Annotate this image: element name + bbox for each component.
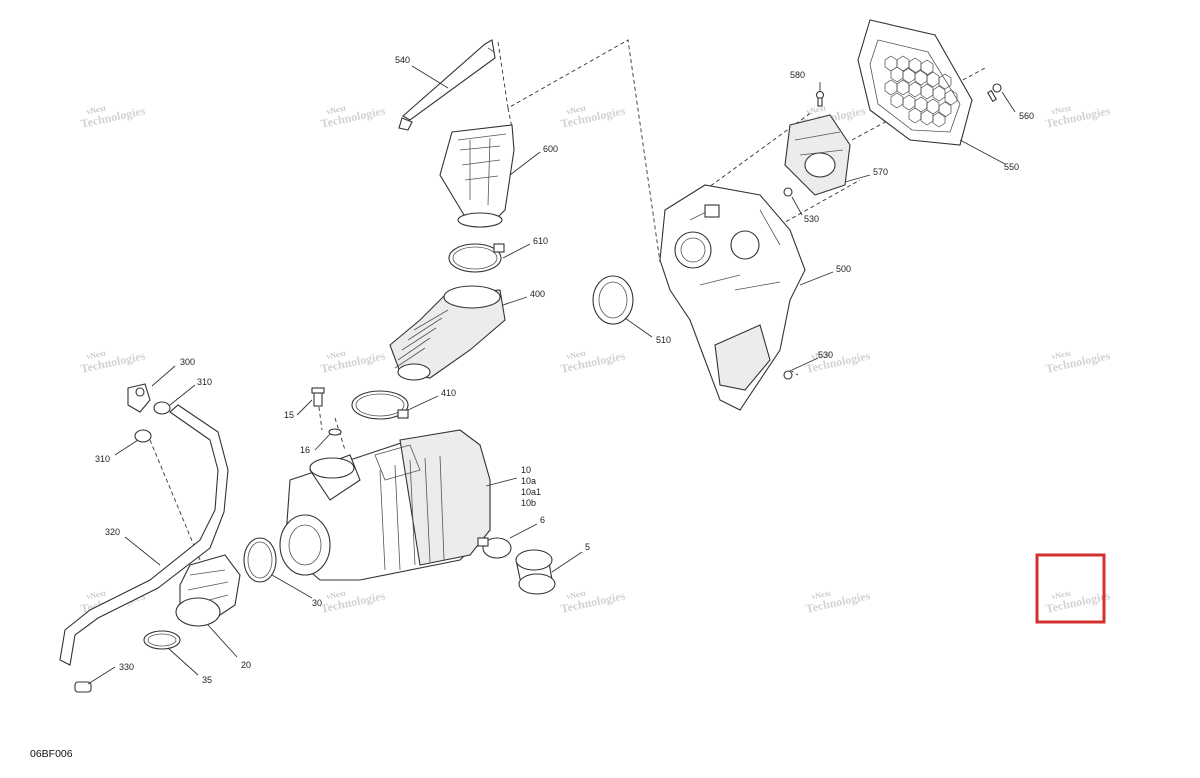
part-530-screw-lower[interactable] — [783, 370, 793, 380]
callout-10a1: 10a1 — [521, 487, 541, 497]
part-310-clamp-upper[interactable] — [153, 401, 171, 415]
callout-labels: 540 600 610 400 410 15 16 300 310 310 32… — [95, 55, 1034, 685]
part-560-screw[interactable] — [987, 83, 1002, 103]
callout-30: 30 — [312, 598, 322, 608]
callout-530-lower: 530 — [818, 350, 833, 360]
callout-530-upper: 530 — [804, 214, 819, 224]
hex-mesh — [884, 55, 958, 128]
callout-16: 16 — [300, 445, 310, 455]
callout-330: 330 — [119, 662, 134, 672]
part-6-clamp[interactable] — [477, 537, 512, 559]
callout-570: 570 — [873, 167, 888, 177]
watermark: Technologies vNext — [1044, 103, 1111, 130]
watermark: Technologies vNext — [804, 348, 871, 375]
part-530-screw-upper[interactable] — [783, 187, 793, 197]
callout-560: 560 — [1019, 111, 1034, 121]
svg-text:vNext: vNext — [326, 588, 348, 601]
svg-text:vNext: vNext — [86, 103, 108, 116]
callout-410: 410 — [441, 388, 456, 398]
highlight-box[interactable] — [1035, 553, 1106, 624]
callout-610: 610 — [533, 236, 548, 246]
part-5-sleeve[interactable] — [515, 549, 556, 595]
part-10-airbox[interactable] — [279, 429, 491, 581]
watermark: Technologies vNext — [804, 588, 871, 615]
watermark: Technologies vNext — [319, 103, 386, 130]
watermark: Technologies vNext — [319, 588, 386, 615]
svg-text:vNext: vNext — [326, 103, 348, 116]
callout-10a: 10a — [521, 476, 536, 486]
svg-text:vNext: vNext — [806, 103, 828, 116]
part-510-grommet[interactable] — [592, 275, 634, 325]
part-310-clamp-lower[interactable] — [134, 429, 152, 443]
part-580-screw[interactable] — [815, 90, 825, 107]
part-570-cover[interactable] — [784, 114, 851, 196]
svg-text:vNext: vNext — [811, 588, 833, 601]
part-320-hose[interactable] — [59, 404, 229, 666]
svg-text:vNext: vNext — [1051, 588, 1073, 601]
callout-6: 6 — [540, 515, 545, 525]
callout-400: 400 — [530, 289, 545, 299]
part-600-intake-duct[interactable] — [439, 124, 515, 228]
part-550-grille[interactable] — [857, 19, 973, 146]
svg-text:vNext: vNext — [1051, 348, 1073, 361]
svg-text:vNext: vNext — [566, 103, 588, 116]
callout-320: 320 — [105, 527, 120, 537]
callout-600: 600 — [543, 144, 558, 154]
callout-550: 550 — [1004, 162, 1019, 172]
watermark: Technologies vNext — [79, 103, 146, 130]
part-400-bellow[interactable] — [389, 285, 506, 381]
callout-540: 540 — [395, 55, 410, 65]
part-330-end-clamp[interactable] — [74, 681, 92, 693]
callout-300: 300 — [180, 357, 195, 367]
watermark: Technologies vNext — [559, 348, 626, 375]
svg-text:vNext: vNext — [811, 348, 833, 361]
part-610-clamp[interactable] — [448, 243, 505, 273]
callout-15: 15 — [284, 410, 294, 420]
watermark: Technologies vNext — [79, 348, 146, 375]
callout-510: 510 — [656, 335, 671, 345]
callout-5: 5 — [585, 542, 590, 552]
svg-text:vNext: vNext — [326, 348, 348, 361]
callout-310-upper: 310 — [197, 377, 212, 387]
part-20-coupler[interactable] — [175, 554, 241, 627]
svg-text:vNext: vNext — [1051, 103, 1073, 116]
part-540-strap[interactable] — [398, 39, 496, 131]
part-35-clamp[interactable] — [143, 630, 181, 650]
svg-text:vNext: vNext — [86, 348, 108, 361]
svg-text:vNext: vNext — [566, 588, 588, 601]
figure-code: 06BF006 — [30, 748, 73, 760]
watermark: Technologies vNext — [559, 103, 626, 130]
watermark: Technologies vNext — [319, 348, 386, 375]
part-410-clamp[interactable] — [351, 390, 409, 420]
part-300-elbow[interactable] — [127, 383, 151, 413]
part-30-clamp[interactable] — [243, 537, 277, 583]
part-500-housing[interactable] — [659, 184, 806, 411]
watermark: Technologies vNext — [1044, 348, 1111, 375]
callout-10: 10 — [521, 465, 531, 475]
callout-20: 20 — [241, 660, 251, 670]
part-16-washer[interactable] — [328, 428, 342, 436]
part-15-bolt[interactable] — [311, 387, 325, 407]
callout-35: 35 — [202, 675, 212, 685]
callout-10b: 10b — [521, 498, 536, 508]
callout-500: 500 — [836, 264, 851, 274]
callout-580: 580 — [790, 70, 805, 80]
leader-lines — [87, 65, 1016, 685]
callout-310-lower: 310 — [95, 454, 110, 464]
watermark: Technologies vNext — [1044, 588, 1111, 615]
watermarks: Technologies vNext Technologies vNext Te… — [79, 103, 1111, 615]
svg-text:vNext: vNext — [566, 348, 588, 361]
svg-text:vNext: vNext — [86, 588, 108, 601]
watermark: Technologies vNext — [559, 588, 626, 615]
